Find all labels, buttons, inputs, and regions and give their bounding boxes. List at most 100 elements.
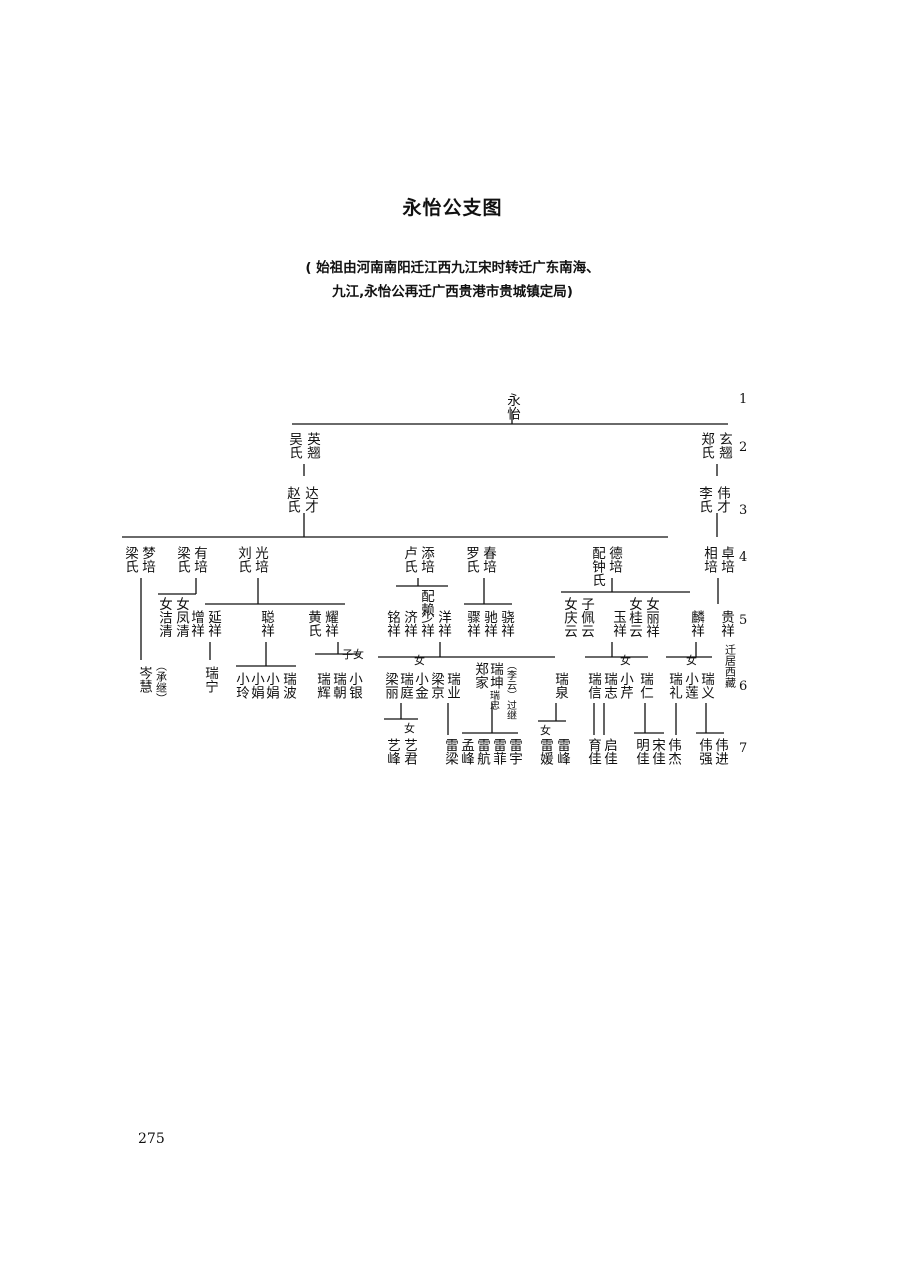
person-label: 伟进 (712, 738, 729, 766)
person-label: 瑞义 (698, 672, 715, 699)
person-label: 卢氏 (401, 546, 418, 574)
person-label: 女桂云 (626, 596, 643, 638)
person-label: 雷航 (474, 738, 491, 767)
person-label: 驰祥 (481, 610, 498, 638)
generation-label: 4 (739, 550, 747, 565)
person-label: 增祥 (188, 610, 205, 638)
person-label: 小金 (412, 672, 429, 699)
person-label: 李氏 (696, 486, 713, 514)
person-label: 瑞仁 (637, 672, 654, 700)
person-label: 梁氏 (174, 546, 191, 574)
person-label: 吴氏 (286, 432, 303, 459)
person-label: 孟峰 (458, 738, 475, 766)
person-label: 女 (414, 653, 425, 667)
person-label: 添培 (418, 546, 435, 574)
person-label: 玉祥 (610, 610, 627, 637)
person-label: 伟才 (714, 486, 731, 515)
person-label: 育佳 (585, 738, 602, 766)
person-label: 达才 (302, 486, 319, 515)
person-labels: 永怡 英翘 吴氏 玄翘 郑氏 达才 赵氏 伟才 李氏 梦培 梁氏 有培 梁氏 光… (122, 393, 737, 767)
person-label: 小芹 (617, 672, 634, 700)
person-label: 郑家 (472, 662, 489, 690)
person-label: 卓培 (718, 546, 735, 574)
person-label: 雷媛 (537, 738, 554, 766)
person-label: 女 (540, 723, 551, 737)
person-label: 瑞泉 (552, 672, 569, 700)
person-label: 梁丽 (382, 672, 399, 701)
page-number: 275 (138, 1131, 165, 1147)
person-label: 迁居西藏 (724, 644, 737, 689)
generation-label: 5 (739, 613, 747, 628)
person-label: 赵氏 (284, 486, 301, 514)
person-label: 女凤清 (173, 596, 190, 638)
person-label: 耀祥 (322, 610, 339, 638)
connector-lines (122, 412, 728, 735)
person-label: 有培 (191, 546, 208, 574)
generation-label: 7 (739, 741, 747, 756)
person-label: 玄翘 (716, 431, 733, 461)
person-label: 岑慧 (136, 666, 153, 694)
person-label: 相培 (701, 546, 718, 574)
person-label: 郑氏 (698, 432, 715, 460)
person-label: （李云）过继 (505, 660, 517, 720)
generation-labels: 1 2 3 4 5 6 7 (739, 392, 747, 756)
person-label: 永怡 (504, 393, 521, 421)
person-label: 黄氏 (305, 610, 322, 638)
person-label: 子女 (342, 647, 364, 661)
person-label: 罗氏 (463, 546, 479, 573)
person-label: 伟杰 (665, 738, 682, 766)
person-label: 女洁清 (156, 596, 173, 638)
person-label: 女庆云 (561, 596, 578, 638)
person-label: 雷峰 (554, 738, 571, 766)
person-label: 瑞信 (585, 672, 602, 700)
person-label: 洋祥 (435, 610, 452, 638)
generation-label: 1 (739, 392, 747, 407)
person-label: 雷菲 (490, 738, 507, 766)
person-label: 子佩云 (578, 597, 595, 638)
person-label: 骤祥 (464, 610, 481, 638)
person-label: 小玲 (233, 672, 250, 700)
person-label: 女 (686, 653, 697, 667)
person-label: 聪祥 (258, 610, 275, 638)
person-label: 女 (404, 721, 415, 735)
person-label: 瑞业 (444, 672, 461, 699)
page-title: 永怡公支图 (402, 197, 503, 219)
person-label: 宋佳 (649, 738, 666, 766)
person-label: 小娟 (263, 672, 280, 700)
person-label: （承继） (155, 660, 168, 704)
person-label: 雷宇 (506, 738, 523, 766)
generation-label: 2 (739, 440, 747, 455)
person-label: 刘氏 (235, 546, 252, 574)
person-label: 艺君 (401, 738, 418, 766)
person-label: 梁氏 (122, 546, 139, 574)
person-label: 伟强 (696, 738, 713, 767)
generation-label: 3 (739, 503, 747, 518)
person-label: 女丽祥 (643, 596, 660, 638)
person-label: 小银 (346, 672, 363, 700)
subtitle-line-1: ( 始祖由河南南阳迁江西九江宋时转迁广东南海、 (305, 260, 600, 276)
person-label: 英翘 (304, 431, 321, 461)
person-label: 少祥 (418, 610, 435, 638)
person-label: 贵祥 (718, 610, 735, 638)
person-label: 雷梁 (442, 738, 459, 766)
person-label: 小娟 (248, 672, 265, 700)
person-label: 瑞朝 (330, 672, 347, 701)
generation-label: 6 (739, 679, 747, 694)
person-label: 瑞波 (280, 672, 297, 700)
person-label: 启佳 (601, 738, 618, 766)
person-label: 春培 (480, 546, 497, 574)
person-label: 瑞宁 (202, 666, 219, 694)
person-label: 艺峰 (384, 738, 401, 766)
person-label: 瑞坤 (487, 662, 504, 690)
person-label: 铭祥 (384, 610, 401, 638)
person-label: 瑞礼 (666, 672, 683, 700)
person-label: 瑞庭 (397, 672, 414, 701)
person-label: 梁京 (428, 672, 445, 700)
person-label: 女 (620, 653, 631, 667)
person-label: 济祥 (401, 610, 418, 638)
person-label: 瑞忠 (488, 690, 500, 710)
person-label: 明佳 (633, 738, 650, 765)
person-label: 延祥 (205, 610, 222, 638)
person-label: 骁祥 (498, 610, 515, 638)
